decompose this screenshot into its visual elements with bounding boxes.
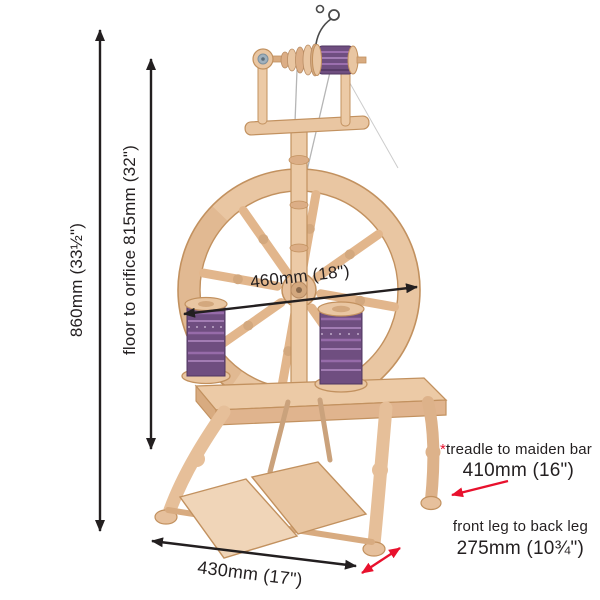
wheel-diameter-arrow [183,283,418,318]
treadle-note: *treadle to maiden bar [416,441,592,458]
treadle-note-text: treadle to maiden bar [446,441,592,458]
maiden-right [340,67,351,127]
orifice [252,48,274,70]
flyer-bobbin [312,44,367,76]
treadles [165,461,375,559]
legs [163,396,441,551]
footman-rods [267,397,333,475]
dimension-arrows [95,29,418,570]
floor-to-orifice-label: floor to orifice 815mm (32") [120,144,139,356]
overall-height-label: 860mm (33½") [67,222,86,338]
flyer-assembly [244,4,370,136]
upright-post [288,125,310,401]
treadle-right [250,461,368,535]
treadle-note-asterisk: * [440,441,447,458]
treadle-to-maiden-arrow [451,479,509,498]
leg-span-value: 275mm (10¾") [456,538,584,559]
leg-span-label: front leg to back leg [452,518,588,535]
yarn-guide-wire [315,4,340,45]
kate-bobbin-right [314,301,368,393]
accent-arrows [361,479,509,575]
treadle-note-value: 410mm (16") [462,460,574,481]
base-width-arrow [151,537,357,570]
front-to-back-leg-arrow [361,546,401,575]
whorl [280,43,320,77]
